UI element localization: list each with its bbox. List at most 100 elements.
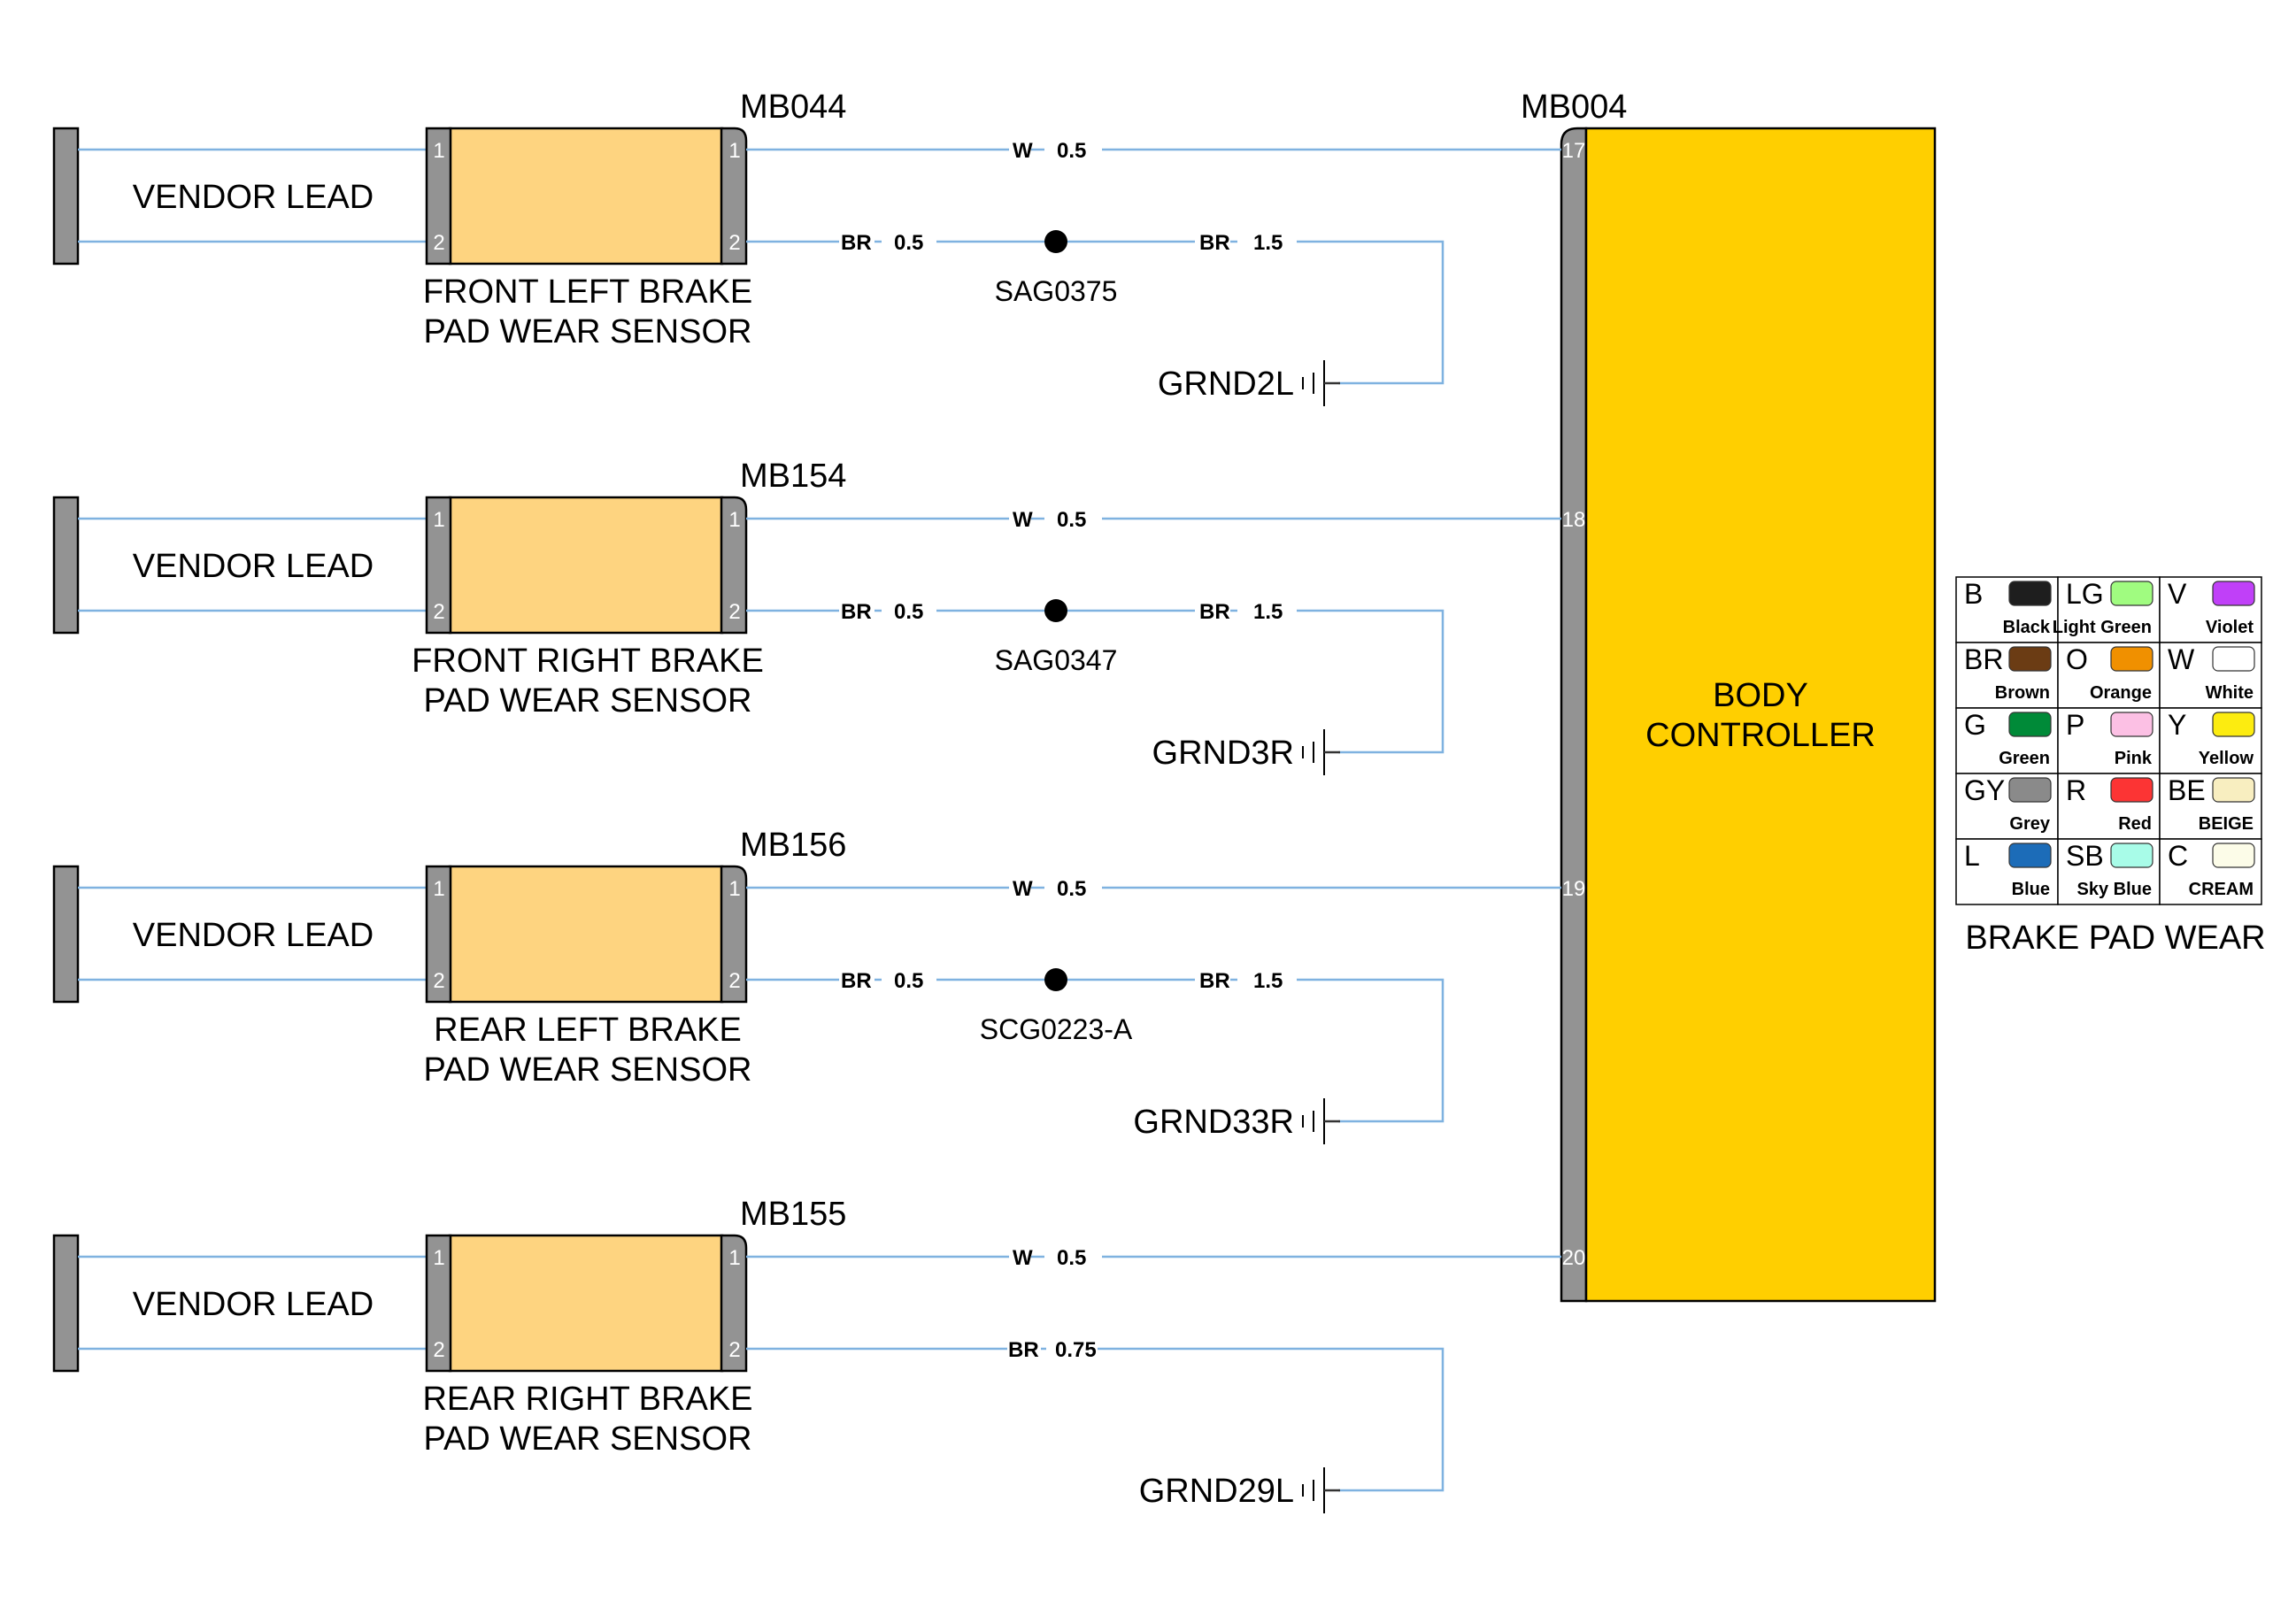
sensor-pin-2-right: 2	[728, 969, 740, 993]
sensor-connector-strip	[720, 1234, 748, 1373]
sensor-left-pin-strip	[425, 1234, 452, 1373]
legend-entry: R Red	[2057, 773, 2161, 840]
ground-wire-a-color-code: BR	[1008, 1338, 1039, 1362]
ground-wire-b	[1297, 978, 1445, 1123]
sensor-pin-2-right: 2	[728, 1338, 740, 1362]
legend-color-name: CREAM	[2189, 880, 2254, 899]
sensor-pin-2-left: 2	[433, 969, 444, 993]
brake-pad-wear-sensor[interactable]	[448, 1234, 724, 1373]
ground-symbol-icon	[1302, 1467, 1340, 1513]
legend-color-name: Red	[2118, 814, 2152, 834]
legend-color-code: R	[2066, 774, 2086, 806]
sensor-pin-1-right: 1	[728, 508, 740, 532]
vendor-lead-connector[interactable]	[52, 127, 80, 266]
sensor-pin-2-right: 2	[728, 231, 740, 255]
legend-color-code: LG	[2066, 578, 2104, 610]
legend-color-code: W	[2168, 643, 2195, 675]
legend-color-code: Y	[2168, 709, 2186, 741]
ground-wire-a-color-code: BR	[841, 231, 872, 255]
splice-label: SAG0375	[995, 275, 1118, 307]
legend-color-name: Brown	[1995, 683, 2050, 703]
ground-label: GRND3R	[1152, 735, 1294, 772]
legend-swatch	[2212, 712, 2255, 737]
brake-pad-wear-sensor[interactable]	[448, 127, 724, 266]
sensor-name-line2: PAD WEAR SENSOR	[424, 1051, 752, 1089]
sensor-left-pin-strip	[425, 127, 452, 266]
sensor-name-line1: REAR LEFT BRAKE	[434, 1012, 742, 1049]
ground-label: GRND2L	[1158, 366, 1294, 403]
legend-swatch	[2212, 646, 2255, 672]
legend-color-code: O	[2066, 643, 2088, 675]
splice-point[interactable]	[1044, 230, 1067, 253]
splice-label: SCG0223-A	[980, 1013, 1133, 1045]
ground-wire-b	[1297, 609, 1445, 754]
sensor-pin-1-right: 1	[728, 139, 740, 163]
ground-symbol-icon	[1302, 1098, 1340, 1144]
ground-wire-a-size: 0.5	[894, 231, 923, 255]
ground-label: GRND33R	[1133, 1104, 1294, 1141]
ground-wire-b-color-code: BR	[1199, 600, 1230, 624]
vendor-lead-connector[interactable]	[52, 496, 80, 635]
vendor-lead-label: VENDOR LEAD	[133, 917, 374, 954]
ground-wire-a-size: 0.5	[894, 969, 923, 993]
body-controller-pin: 20	[1562, 1246, 1586, 1270]
body-controller-pin: 18	[1562, 508, 1586, 532]
legend-color-name: Orange	[2090, 683, 2152, 703]
legend-color-name: Sky Blue	[2077, 880, 2152, 899]
sensor-name-line2: PAD WEAR SENSOR	[424, 313, 752, 350]
legend-cell	[2159, 642, 2262, 709]
body-controller-box[interactable]	[1584, 127, 1937, 1303]
legend-entry: Y Yellow	[2159, 707, 2262, 774]
legend-color-code: G	[1964, 709, 1986, 741]
ground-wire-b-color-code: BR	[1199, 969, 1230, 993]
signal-wire-size: 0.5	[1057, 1246, 1086, 1270]
ground-wire-b	[1297, 240, 1445, 385]
body-controller-pin: 19	[1562, 877, 1586, 901]
sensor-pin-2-left: 2	[433, 231, 444, 255]
body-controller-pin-strip	[1560, 127, 1588, 1303]
ground-wire-b-size: 1.5	[1253, 600, 1283, 624]
ground-wire-b-size: 1.5	[1253, 231, 1283, 255]
brake-pad-wear-sensor[interactable]	[448, 496, 724, 635]
legend-color-name: Yellow	[2199, 749, 2254, 768]
sensor-name-line2: PAD WEAR SENSOR	[424, 682, 752, 720]
splice-point[interactable]	[1044, 968, 1067, 991]
ground-wire-a	[1098, 1347, 1445, 1492]
sensor-name-line2: PAD WEAR SENSOR	[424, 1420, 752, 1458]
body-controller-name-line2: CONTROLLER	[1645, 717, 1876, 754]
legend-color-code: L	[1964, 840, 1980, 872]
legend-swatch	[2212, 843, 2255, 868]
sensor-pin-2-left: 2	[433, 600, 444, 624]
legend-color-code: C	[2168, 840, 2188, 872]
sensor-connector-id: MB044	[740, 89, 846, 126]
body-controller-name-line1: BODY	[1713, 677, 1808, 714]
sensor-connector-strip	[720, 127, 748, 266]
signal-wire-size: 0.5	[1057, 508, 1086, 532]
legend-color-name: Pink	[2115, 749, 2153, 768]
legend-color-code: GY	[1964, 774, 2005, 806]
vendor-lead-connector[interactable]	[52, 1234, 80, 1373]
legend-color-code: BE	[2168, 774, 2206, 806]
sensor-name-line1: FRONT LEFT BRAKE	[423, 273, 752, 311]
body-controller: MB004 BODY CONTROLLER	[1521, 89, 1937, 1303]
splice-point[interactable]	[1044, 599, 1067, 622]
vendor-lead-connector[interactable]	[52, 865, 80, 1004]
sensor-pin-2-left: 2	[433, 1338, 444, 1362]
ground-wire-b-size: 1.5	[1253, 969, 1283, 993]
brake-pad-wear-sensor[interactable]	[448, 865, 724, 1004]
ground-wire-a-size: 0.75	[1055, 1338, 1097, 1362]
vendor-lead-label: VENDOR LEAD	[133, 1286, 374, 1323]
body-controller-connector-id: MB004	[1521, 89, 1627, 126]
legend-swatch	[2110, 581, 2153, 606]
